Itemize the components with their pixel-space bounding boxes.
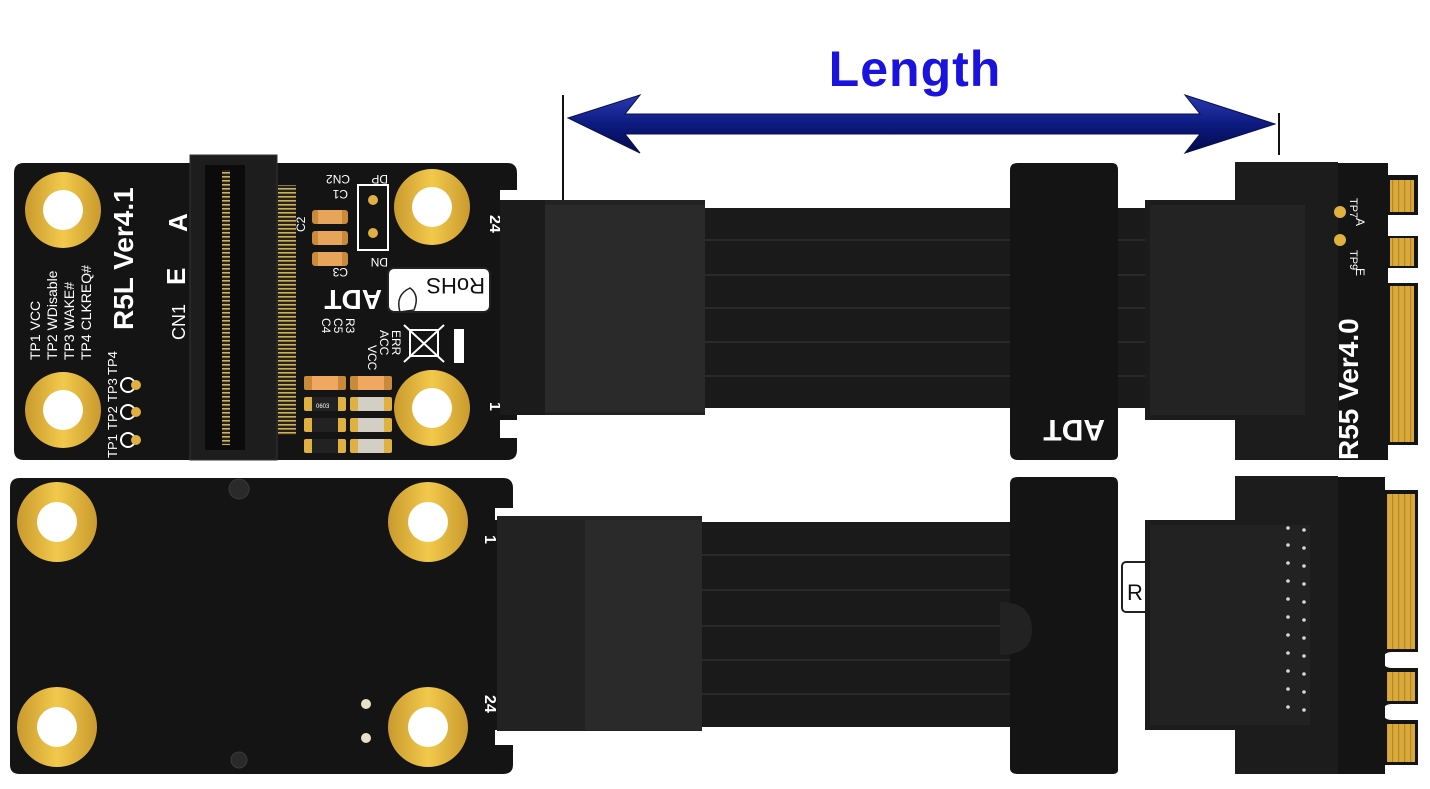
pin-24-label: 24 <box>486 215 503 233</box>
resistor-code-text: 0603 <box>316 404 330 410</box>
part-err-label: ERR <box>389 330 403 356</box>
tp2-marker: TP2 <box>105 406 120 430</box>
mounting-hole-icon <box>17 482 97 562</box>
mounting-hole-icon <box>25 372 101 448</box>
key-a-text: A <box>163 213 193 232</box>
bottom-ribbon-cable <box>497 516 1010 731</box>
tp2-label: TP2 WDisable <box>44 270 60 360</box>
tp3-label: TP3 WAKE# <box>61 282 77 360</box>
dn-label: DN <box>371 255 388 269</box>
connector-pins <box>1286 526 1306 712</box>
cap-c1-label: C1 <box>332 187 348 201</box>
mounting-hole-icon <box>388 482 468 562</box>
tp7-label: TP7 <box>1347 198 1359 218</box>
length-label: Length <box>828 41 1002 97</box>
brand-text: ADT <box>324 284 382 315</box>
top-ribbon-cable <box>500 200 1150 415</box>
board-model-text: R5L Ver4.1 <box>108 187 139 330</box>
rohs-text: RoHS <box>426 273 485 298</box>
dp-dn-header <box>357 184 389 251</box>
bottom-pin-1: 1 <box>481 535 498 544</box>
cap-c3-label: C3 <box>332 265 348 279</box>
right-key-e: E <box>1353 268 1367 276</box>
connector-name-text: CN1 <box>169 304 189 340</box>
tp1-marker: TP1 <box>105 434 120 458</box>
top-left-board: R5L Ver4.1 E A CN1 TP1 VCC TP2 WDisable … <box>14 154 517 461</box>
cap-c2-label: C2 <box>294 216 308 232</box>
smd-components <box>304 376 392 453</box>
tp3-marker: TP3 <box>105 378 120 402</box>
pin-1-label: 1 <box>486 402 503 411</box>
tp9-label: TP9 <box>1347 250 1359 270</box>
part-vcc-label: VCC <box>365 345 379 371</box>
mounting-hole-icon <box>394 169 470 245</box>
mounting-hole-icon <box>388 687 468 767</box>
bottom-left-board: 1 24 <box>10 478 513 774</box>
top-right-plug-board: ADT R55 Ver4.0 TP7 TP9 A E <box>1010 162 1418 460</box>
bottom-pin-24: 24 <box>481 695 498 713</box>
test-points <box>120 377 141 448</box>
tp1-label: TP1 VCC <box>27 301 43 360</box>
part-r3-label: R3 <box>343 318 357 334</box>
mounting-hole-icon <box>17 687 97 767</box>
part-acc-label: ACC <box>377 330 391 356</box>
dp-label: DP <box>371 172 388 186</box>
bottom-right-plug-board: R <box>1000 476 1418 774</box>
part-c5-label: C5 <box>331 318 345 334</box>
cn2-label: CN2 <box>326 172 350 186</box>
weee-bin-icon <box>403 324 464 363</box>
right-model-text: R55 Ver4.0 <box>1333 318 1364 460</box>
right-key-a: A <box>1353 218 1367 226</box>
bottom-rohs-partial: R <box>1127 580 1143 605</box>
key-e-text: E <box>161 268 191 285</box>
rohs-badge: RoHS <box>387 267 491 313</box>
tp4-marker: TP4 <box>105 351 120 375</box>
capacitors <box>312 210 348 266</box>
right-brand-text: ADT <box>1043 413 1105 446</box>
mounting-hole-icon <box>25 172 101 248</box>
tp4-label: TP4 CLKREQ# <box>78 265 94 360</box>
part-c4-label: C4 <box>319 318 333 334</box>
mounting-hole-icon <box>394 370 470 446</box>
m2-socket <box>189 154 296 461</box>
length-dimension-arrow <box>562 94 1280 200</box>
